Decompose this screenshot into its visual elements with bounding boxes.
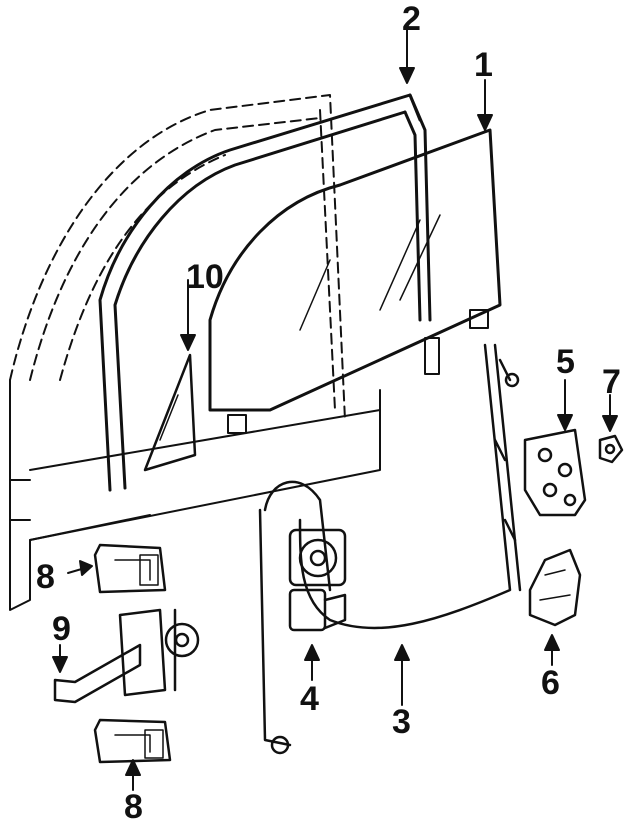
lock-clip [598, 434, 624, 464]
callout-6: 6 [541, 664, 560, 702]
door-shell [9, 94, 381, 611]
callout-5: 5 [556, 343, 575, 381]
vent-glass [143, 353, 197, 472]
upper-hinge [93, 543, 167, 594]
lower-hinge [93, 718, 172, 764]
callout-9: 9 [52, 610, 71, 648]
callout-7: 7 [602, 363, 621, 401]
callout-8-upper-hinge: 8 [36, 558, 55, 596]
door-check [53, 608, 200, 704]
callout-4: 4 [300, 680, 319, 718]
callout-3: 3 [392, 703, 411, 741]
leader-lines [52, 29, 618, 791]
window-regulator [258, 343, 522, 755]
window-motor [288, 528, 347, 632]
callout-8-lower-hinge: 8 [124, 788, 143, 826]
callout-2: 2 [402, 0, 421, 38]
callout-10: 10 [186, 258, 224, 296]
callout-1: 1 [474, 46, 493, 84]
inside-handle [528, 548, 582, 627]
glass-run-channel [98, 93, 432, 492]
door-lock [523, 428, 587, 517]
door-glass [208, 128, 502, 434]
